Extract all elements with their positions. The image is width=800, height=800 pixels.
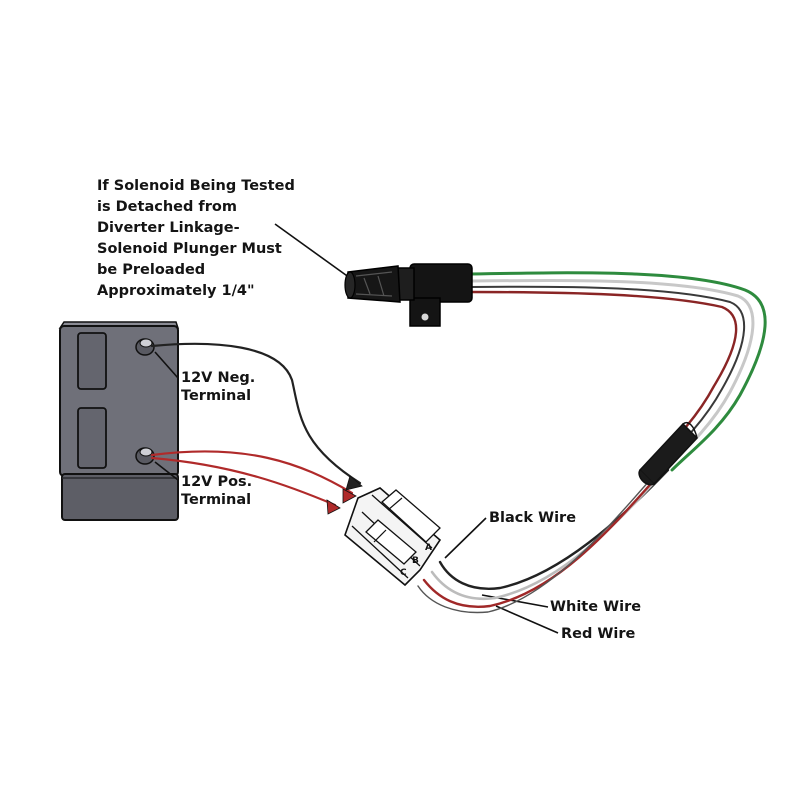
connector-pin-b: B: [412, 556, 419, 566]
red-wire-run: [422, 476, 658, 608]
note-line-5: be Preloaded: [97, 262, 206, 278]
solenoid-bracket-hole: [421, 313, 429, 321]
harness-sleeve: [638, 421, 699, 486]
pos-terminal-label: 12V Pos. Terminal: [181, 473, 252, 509]
red-wire-label: Red Wire: [561, 626, 636, 642]
pos-terminal-label-line-2: Terminal: [181, 492, 252, 508]
connector-pin-c: C: [400, 568, 407, 578]
solenoid-body: [409, 263, 473, 303]
positive-terminal: [135, 447, 155, 465]
negative-terminal: [135, 338, 155, 356]
battery-base: [61, 473, 179, 521]
harness-wires: [417, 271, 767, 614]
black-wire-leader: [444, 517, 487, 559]
red-wire-leader: [495, 605, 559, 634]
note-leader: [274, 223, 351, 279]
black-wire-label: Black Wire: [489, 510, 577, 526]
solenoid-preload-note: If Solenoid Being Tested is Detached fro…: [97, 176, 337, 302]
solenoid-plunger: [347, 265, 401, 303]
pos-leader: [154, 461, 179, 481]
red-lead-tip-upper: [342, 488, 357, 504]
solenoid: [344, 263, 473, 327]
wire-connector: A B C: [344, 487, 442, 587]
harness-red-wire: [468, 290, 738, 460]
red-test-lead-lower: [150, 456, 337, 507]
neg-terminal-label: 12V Neg. Terminal: [181, 369, 255, 405]
neg-terminal-label-line-1: 12V Neg.: [181, 370, 256, 386]
solenoid-bracket: [409, 297, 441, 327]
extra-wire-run: [417, 479, 651, 614]
note-line-1: If Solenoid Being Tested: [97, 178, 295, 194]
solenoid-collar: [397, 267, 415, 301]
harness-dark-wire: [469, 285, 746, 463]
note-line-3: Diverter Linkage-: [97, 220, 240, 236]
pos-terminal-label-line-1: 12V Pos.: [181, 474, 253, 490]
black-lead-tip: [345, 475, 363, 491]
note-line-2: is Detached from: [97, 199, 237, 215]
neg-leader: [154, 351, 179, 379]
black-test-lead: [150, 342, 362, 485]
battery-slot-upper: [77, 332, 107, 390]
battery-slot-lower: [77, 407, 107, 469]
red-test-lead-upper: [150, 450, 354, 495]
harness-green-wire: [468, 271, 767, 472]
connector-pin-a: A: [425, 543, 432, 553]
harness-white-wire: [468, 279, 755, 468]
battery: [58, 321, 180, 521]
neg-terminal-label-line-2: Terminal: [181, 388, 252, 404]
white-wire-label: White Wire: [550, 599, 642, 615]
note-line-4: Solenoid Plunger Must: [97, 241, 282, 257]
red-lead-tip-lower: [326, 499, 341, 515]
note-line-6: Approximately 1/4": [97, 283, 255, 299]
test-leads: [150, 342, 363, 515]
